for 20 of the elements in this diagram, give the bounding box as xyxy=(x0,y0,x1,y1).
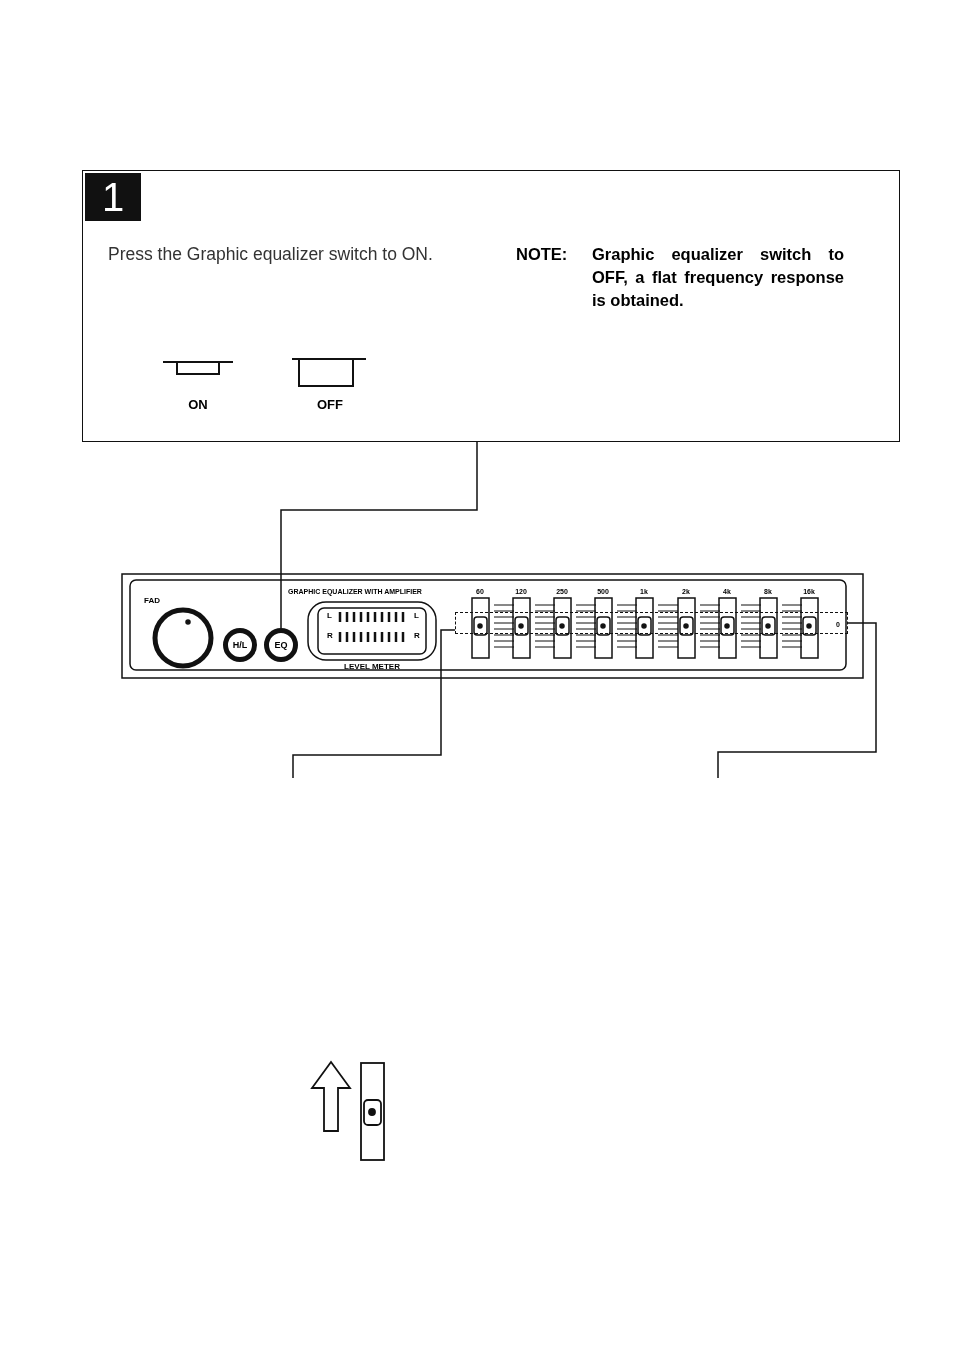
switch-label: OFF xyxy=(317,398,343,413)
leader-line xyxy=(292,629,456,779)
switch-label: ON xyxy=(188,398,208,413)
round-button xyxy=(264,628,298,662)
channel-label: R xyxy=(414,632,420,641)
leader-line xyxy=(717,622,877,779)
meter-label: LEVEL METER xyxy=(344,663,400,672)
channel-label: R xyxy=(327,632,333,641)
note-text: Graphic equalizer switch to OFF, a flat frequency response is obtained. xyxy=(592,244,844,311)
knob-label: FAD xyxy=(144,597,160,606)
round-button xyxy=(223,628,257,662)
channel-label: L xyxy=(414,612,419,621)
step-number: 1 xyxy=(85,173,141,221)
leader-line xyxy=(280,441,478,629)
instruction-box xyxy=(82,170,900,442)
instruction-text: Press the Graphic equalizer switch to ON. xyxy=(108,243,434,266)
button-label: EQ xyxy=(274,640,288,650)
note-heading: NOTE: xyxy=(516,244,568,265)
channel-label: L xyxy=(327,612,332,621)
button-label: H/L xyxy=(232,640,248,650)
